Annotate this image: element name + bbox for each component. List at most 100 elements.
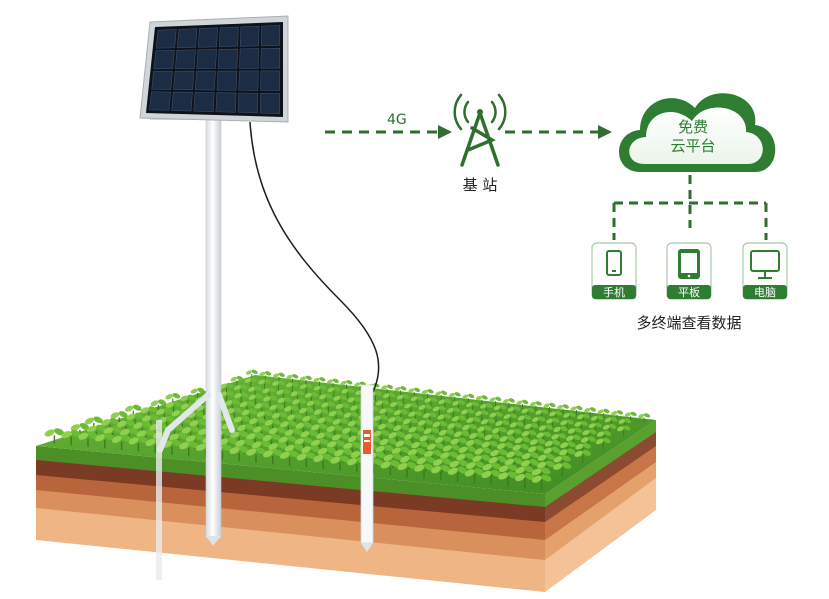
solar-cell (194, 70, 216, 91)
seedling (435, 390, 448, 400)
link-label: 4G (387, 112, 407, 128)
solar-cell (151, 70, 173, 90)
arrow-head-1 (438, 125, 452, 139)
solar-panel-cells (149, 25, 281, 114)
seedling (326, 424, 344, 438)
seedling (618, 418, 632, 429)
device-label-phone: 手机 (603, 285, 625, 299)
solar-cell (173, 70, 195, 91)
seedling (414, 463, 434, 479)
seedling (503, 413, 517, 424)
seedling (475, 395, 488, 405)
seedling (517, 414, 532, 426)
seedling (272, 380, 285, 391)
seedling (224, 399, 240, 411)
solar-cell (239, 25, 260, 47)
device-monitor: 电脑 (742, 242, 788, 300)
seedling (397, 461, 417, 478)
seedling (448, 392, 461, 402)
seedling (234, 392, 249, 404)
seedling (480, 418, 495, 430)
seedling (440, 451, 459, 466)
seedling (327, 378, 339, 388)
seedling (538, 424, 553, 436)
seedling (431, 464, 451, 481)
seedling (498, 471, 518, 487)
seedling (333, 395, 347, 406)
seedling (343, 411, 359, 424)
grass-front (36, 446, 545, 507)
solar-cell (196, 49, 217, 69)
seedling (340, 380, 353, 390)
seedling (299, 383, 313, 394)
seedling (553, 462, 572, 477)
seedling (140, 406, 158, 420)
seedling (438, 398, 452, 409)
seedling (256, 410, 273, 423)
seedling (447, 422, 463, 435)
seedling (133, 421, 152, 436)
seedling (394, 386, 407, 396)
seedling (95, 433, 115, 449)
seedling (604, 416, 618, 427)
ground-block (36, 369, 656, 592)
seedling (381, 384, 394, 394)
seedling (480, 403, 493, 414)
seedling (424, 397, 438, 408)
seedling (512, 443, 529, 457)
soil-side-dark (545, 430, 656, 522)
seedling (295, 421, 313, 435)
seedling (388, 431, 405, 445)
seedling (277, 396, 292, 409)
seedling (248, 385, 262, 397)
seedling (514, 436, 531, 449)
seedling (502, 398, 515, 408)
seedling (258, 378, 271, 389)
seedling (499, 435, 516, 448)
soil-side-light (545, 470, 656, 592)
comm-flow: 4G 基 站 免费 云平台 (325, 93, 776, 240)
solar-cell (149, 91, 171, 111)
soil-side-mid (545, 442, 656, 540)
solar-cell (218, 26, 239, 48)
seedling (103, 426, 123, 441)
seedling (190, 387, 205, 399)
solar-station (139, 15, 380, 580)
solar-cell (238, 70, 259, 91)
seedling (462, 393, 475, 404)
seedling (296, 452, 317, 468)
seedling (117, 419, 136, 434)
solar-cell (155, 29, 177, 49)
seedling (535, 409, 549, 420)
seedling (536, 431, 552, 444)
seedling (248, 393, 263, 405)
seedling (179, 440, 199, 457)
seedling (335, 402, 350, 415)
seedling (302, 414, 318, 428)
seedling (61, 429, 81, 446)
distribution-lines (612, 175, 768, 240)
seedling (254, 402, 270, 415)
seedling (327, 386, 341, 397)
seedling (383, 453, 403, 468)
seedling (342, 426, 359, 440)
seedling (230, 375, 244, 386)
seedling (375, 399, 390, 411)
seedling (382, 392, 396, 403)
seedling (560, 441, 576, 454)
device-label-tablet: 平板 (678, 285, 700, 299)
seedling (423, 427, 440, 440)
seedling (531, 416, 546, 427)
seedling (515, 465, 534, 481)
solar-cell (217, 48, 238, 69)
seedling (259, 371, 272, 381)
seedling (407, 447, 426, 463)
seedling (447, 466, 468, 482)
solar-pole (205, 117, 222, 539)
seedling (544, 439, 561, 453)
seedling (244, 377, 258, 388)
seedling (219, 382, 234, 394)
seedling (246, 447, 266, 463)
device-phone: 手机 (591, 242, 637, 300)
